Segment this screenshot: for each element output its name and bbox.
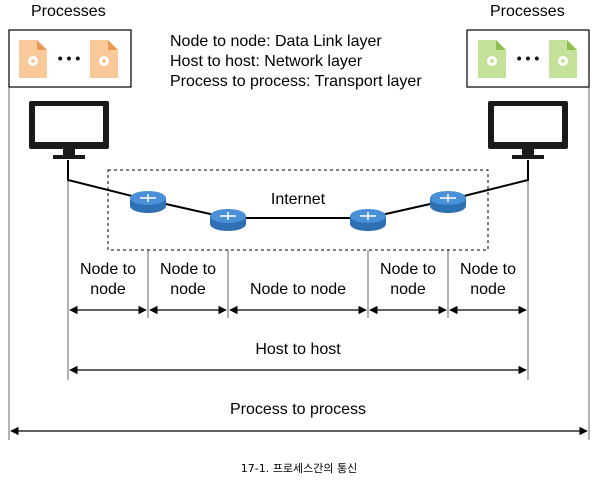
- segment-label-1: Node to node: [79, 261, 137, 298]
- network-link: [67, 160, 529, 219]
- right-process-doc-icon-1: [478, 40, 506, 78]
- segment-label-2: Node to node: [159, 261, 217, 298]
- router-icon-4: [430, 191, 466, 213]
- left-processes-label: Processes: [31, 3, 106, 20]
- internet-label: Internet: [270, 191, 326, 208]
- legend-data-link: Node to node: Data Link layer: [170, 33, 382, 50]
- segment-label-5: Node to node: [459, 261, 517, 298]
- left-process-doc-icon-1: [19, 40, 47, 78]
- right-process-doc-icon-2: [549, 40, 577, 78]
- right-processes-label: Processes: [490, 3, 565, 20]
- process-to-process-label: Process to process: [229, 401, 367, 418]
- left-host-monitor-icon: [29, 101, 109, 159]
- legend-network: Host to host: Network layer: [170, 53, 363, 70]
- left-process-ellipsis: • • •: [57, 50, 81, 66]
- right-host-monitor-icon: [488, 101, 568, 159]
- legend-transport: Process to process: Transport layer: [170, 73, 422, 90]
- router-icon-1: [130, 191, 166, 213]
- internet-boundary: [107, 169, 489, 251]
- segment-label-4: Node to node: [379, 261, 437, 298]
- figure-caption: 17-1. 프로세스간의 통신: [240, 462, 358, 475]
- left-process-doc-icon-2: [90, 40, 118, 78]
- layer-legend: Node to node: Data Link layer Host to ho…: [170, 32, 422, 92]
- router-icon-3: [350, 209, 386, 231]
- right-process-ellipsis: • • •: [516, 50, 540, 66]
- host-to-host-label: Host to host: [255, 341, 341, 358]
- segment-label-3: Node to node: [249, 281, 347, 298]
- router-icon-2: [210, 209, 246, 231]
